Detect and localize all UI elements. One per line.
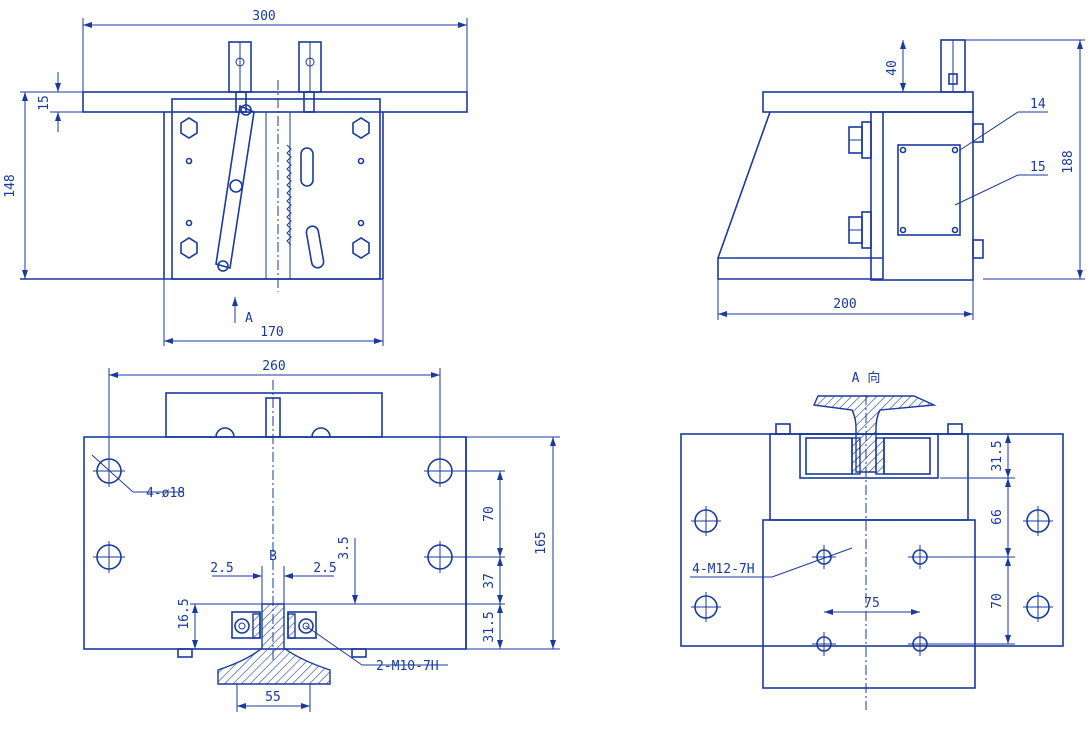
plan-dim-70: 70	[482, 506, 497, 522]
plan-dim-55: 55	[265, 690, 281, 705]
plan-dim-37: 37	[482, 573, 497, 589]
plan-hole-label: 4-ø18	[146, 486, 185, 501]
a-view-title: A 向	[852, 370, 881, 386]
plan-dim-2-5-right: 2.5	[313, 561, 336, 576]
front-view: 300 148 15 170 A	[3, 9, 468, 346]
plan-dim-165: 165	[534, 531, 549, 554]
front-arrow-a: A	[245, 311, 253, 326]
plan-dim-16-5: 16.5	[177, 598, 192, 629]
plan-label-b: B	[269, 549, 277, 564]
side-dim-188: 188	[1061, 150, 1076, 173]
a-dim-66: 66	[990, 509, 1005, 525]
front-dim-170: 170	[260, 325, 283, 340]
side-dim-40: 40	[885, 60, 900, 76]
plan-thread-label: 2-M10-7H	[376, 659, 439, 674]
front-dim-15: 15	[37, 95, 52, 111]
a-dim-70: 70	[990, 593, 1005, 609]
a-view: A 向	[680, 370, 1064, 710]
plan-dim-31-5: 31.5	[482, 611, 497, 642]
callout-14: 14	[1030, 97, 1046, 112]
a-dim-31-5: 31.5	[990, 440, 1005, 471]
a-dim-75: 75	[864, 596, 880, 611]
a-thread-label: 4-M12-7H	[692, 562, 755, 577]
plan-dim-2-5-left: 2.5	[210, 561, 233, 576]
plan-dim-260: 260	[262, 359, 285, 374]
side-dim-200: 200	[833, 297, 856, 312]
front-dim-148: 148	[3, 174, 18, 197]
side-view: 40 188 200 14 15	[717, 39, 1085, 320]
plan-view: 260 4-ø18 165 70 37 31.5 3.5 B 2.5 2.5 1…	[83, 359, 560, 712]
callout-15: 15	[1030, 160, 1046, 175]
front-dim-300: 300	[252, 9, 275, 24]
plan-dim-3-5: 3.5	[337, 536, 352, 559]
